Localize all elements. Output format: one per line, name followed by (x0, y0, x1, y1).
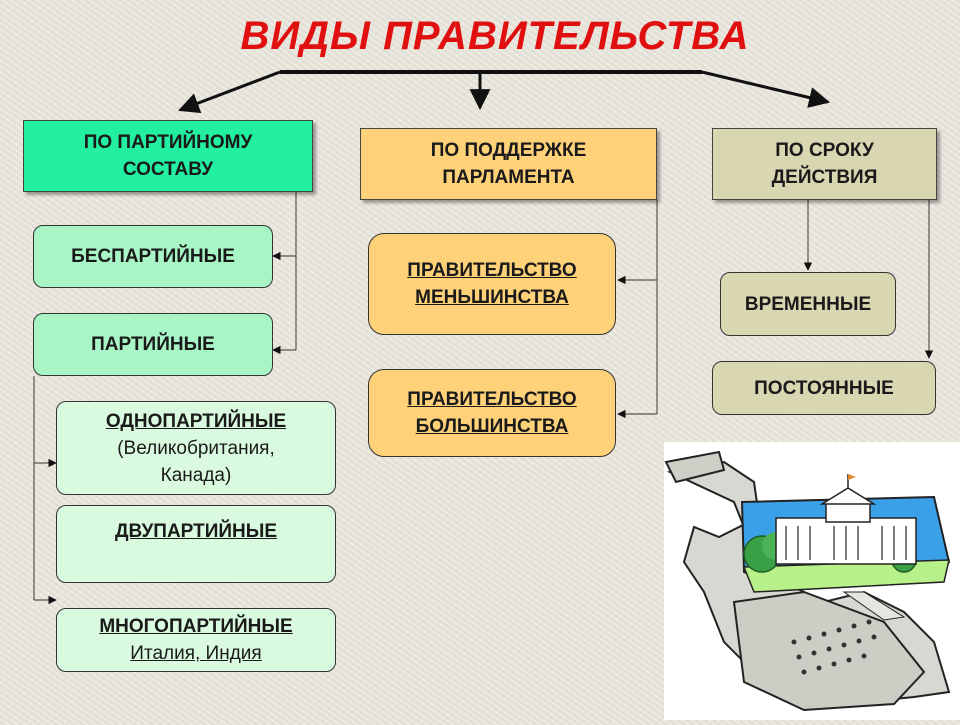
category-party-line1: ПО ПАРТИЙНОМУ (83, 132, 253, 153)
category-term-line2: ДЕЙСТВИЯ (771, 167, 878, 188)
majority-line1: ПРАВИТЕЛЬСТВО (407, 389, 577, 410)
category-parliament-line1: ПО ПОДДЕРЖКЕ (430, 140, 587, 161)
permanent-label: ПОСТОЯННЫЕ (754, 377, 894, 399)
temporary-label: ВРЕМЕННЫЕ (744, 293, 872, 315)
one-party-example-line2: Канада) (160, 464, 232, 486)
arrow-to-term-category (701, 70, 831, 108)
majority-line2: БОЛЬШИНСТВА (415, 416, 569, 437)
category-party-composition: ПО ПАРТИЙНОМУ СОСТАВУ (23, 120, 313, 192)
category-term-line1: ПО СРОКУ (775, 140, 874, 161)
two-party-box: ДВУПАРТИЙНЫЕ (56, 505, 336, 583)
multi-party-box: МНОГОПАРТИЙНЫЕ Италия, Индия (56, 608, 336, 672)
category-parliament-support: ПО ПОДДЕРЖКЕ ПАРЛАМЕНТА (360, 128, 657, 200)
two-party-label: ДВУПАРТИЙНЫЕ (114, 521, 278, 542)
minority-line1: ПРАВИТЕЛЬСТВО (407, 260, 577, 281)
category-term: ПО СРОКУ ДЕЙСТВИЯ (712, 128, 937, 200)
multi-party-example: Италия, Индия (130, 643, 262, 664)
diagram-title: ВИДЫ ПРАВИТЕЛЬСТВА (240, 14, 750, 58)
nonparty-label: БЕСПАРТИЙНЫЕ (71, 246, 235, 267)
multi-party-label: МНОГОПАРТИЙНЫЕ (99, 616, 293, 637)
party-label: ПАРТИЙНЫЕ (91, 334, 215, 355)
category-party-line2: СОСТАВУ (122, 159, 214, 180)
arrow-to-party-category (178, 70, 281, 114)
majority-government-box: ПРАВИТЕЛЬСТВО БОЛЬШИНСТВА (368, 369, 616, 457)
nonparty-box: БЕСПАРТИЙНЫЕ (33, 225, 273, 288)
capitol-clipart-icon (664, 450, 951, 712)
government-building-illustration (664, 442, 960, 720)
permanent-box: ПОСТОЯННЫЕ (712, 361, 936, 415)
category-parliament-line2: ПАРЛАМЕНТА (442, 167, 575, 188)
temporary-box: ВРЕМЕННЫЕ (720, 272, 896, 336)
one-party-example-line1: (Великобритания, (117, 437, 275, 459)
minority-government-box: ПРАВИТЕЛЬСТВО МЕНЬШИНСТВА (368, 233, 616, 335)
one-party-box: ОДНОПАРТИЙНЫЕ (Великобритания, Канада) (56, 401, 336, 495)
party-box: ПАРТИЙНЫЕ (33, 313, 273, 376)
minority-line2: МЕНЬШИНСТВА (415, 287, 569, 308)
one-party-label: ОДНОПАРТИЙНЫЕ (105, 410, 287, 432)
